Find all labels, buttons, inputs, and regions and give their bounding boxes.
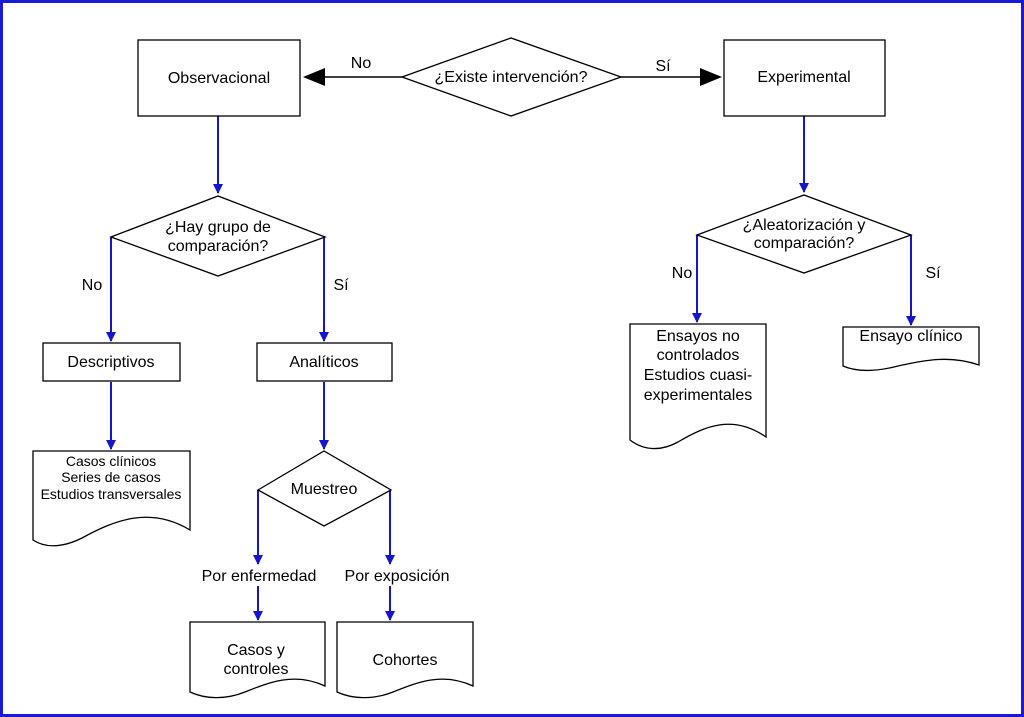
case-control-line1: Casos y bbox=[227, 642, 285, 659]
experimental-label: Experimental bbox=[757, 69, 850, 86]
randomization-decision bbox=[695, 194, 913, 274]
uncontrolled-doc-line1: Ensayos no bbox=[656, 328, 740, 345]
randomization-line1: ¿Aleatorización y bbox=[743, 217, 866, 234]
edge-label-top-yes: Sí bbox=[655, 58, 671, 75]
edge-label-right-yes: Sí bbox=[925, 265, 941, 282]
sampling-decision bbox=[256, 450, 393, 527]
edge-label-by-disease: Por enfermedad bbox=[202, 568, 317, 585]
comparison-group-line2: comparación? bbox=[168, 238, 269, 255]
randomization-line2: comparación? bbox=[754, 235, 855, 252]
case-control-line2: controles bbox=[224, 661, 289, 678]
clinical-trial-document bbox=[842, 326, 980, 372]
observational-box bbox=[137, 39, 301, 117]
arrowhead-observational bbox=[303, 68, 325, 86]
intervention-label: ¿Existe intervención? bbox=[435, 69, 588, 86]
analytic-label: Analíticos bbox=[289, 354, 358, 371]
comparison-group-decision bbox=[109, 195, 327, 277]
observational-label: Observacional bbox=[168, 70, 270, 87]
sampling-label: Muestreo bbox=[291, 481, 358, 498]
arrowhead-experimental bbox=[700, 68, 722, 86]
uncontrolled-doc-line3: Estudios cuasi- bbox=[644, 367, 753, 384]
edge-label-left-no: No bbox=[82, 277, 103, 294]
uncontrolled-document bbox=[629, 323, 767, 450]
edge-label-top-no: No bbox=[351, 55, 372, 72]
uncontrolled-doc-line4: experimentales bbox=[644, 387, 753, 404]
experimental-box bbox=[723, 39, 886, 117]
case-control-document bbox=[189, 621, 326, 699]
uncontrolled-doc-line2: controlados bbox=[657, 347, 740, 364]
analytic-box bbox=[256, 342, 393, 382]
cohort-document bbox=[336, 621, 474, 699]
descriptive-box bbox=[42, 342, 181, 382]
cohort-label: Cohortes bbox=[373, 652, 438, 669]
descriptive-label: Descriptivos bbox=[67, 354, 154, 371]
edge-label-left-yes: Sí bbox=[333, 277, 349, 294]
descriptive-document bbox=[32, 450, 191, 547]
comparison-group-line1: ¿Hay grupo de bbox=[165, 219, 271, 236]
descriptive-doc-line1: Casos clínicos bbox=[66, 453, 156, 469]
edge-label-by-exposure: Por exposición bbox=[345, 568, 450, 585]
descriptive-doc-line3: Estudios transversales bbox=[41, 486, 182, 502]
edge-label-right-no: No bbox=[672, 265, 693, 282]
clinical-trial-label: Ensayo clínico bbox=[859, 328, 962, 345]
intervention-decision bbox=[400, 37, 623, 117]
descriptive-doc-line2: Series de casos bbox=[61, 469, 161, 485]
